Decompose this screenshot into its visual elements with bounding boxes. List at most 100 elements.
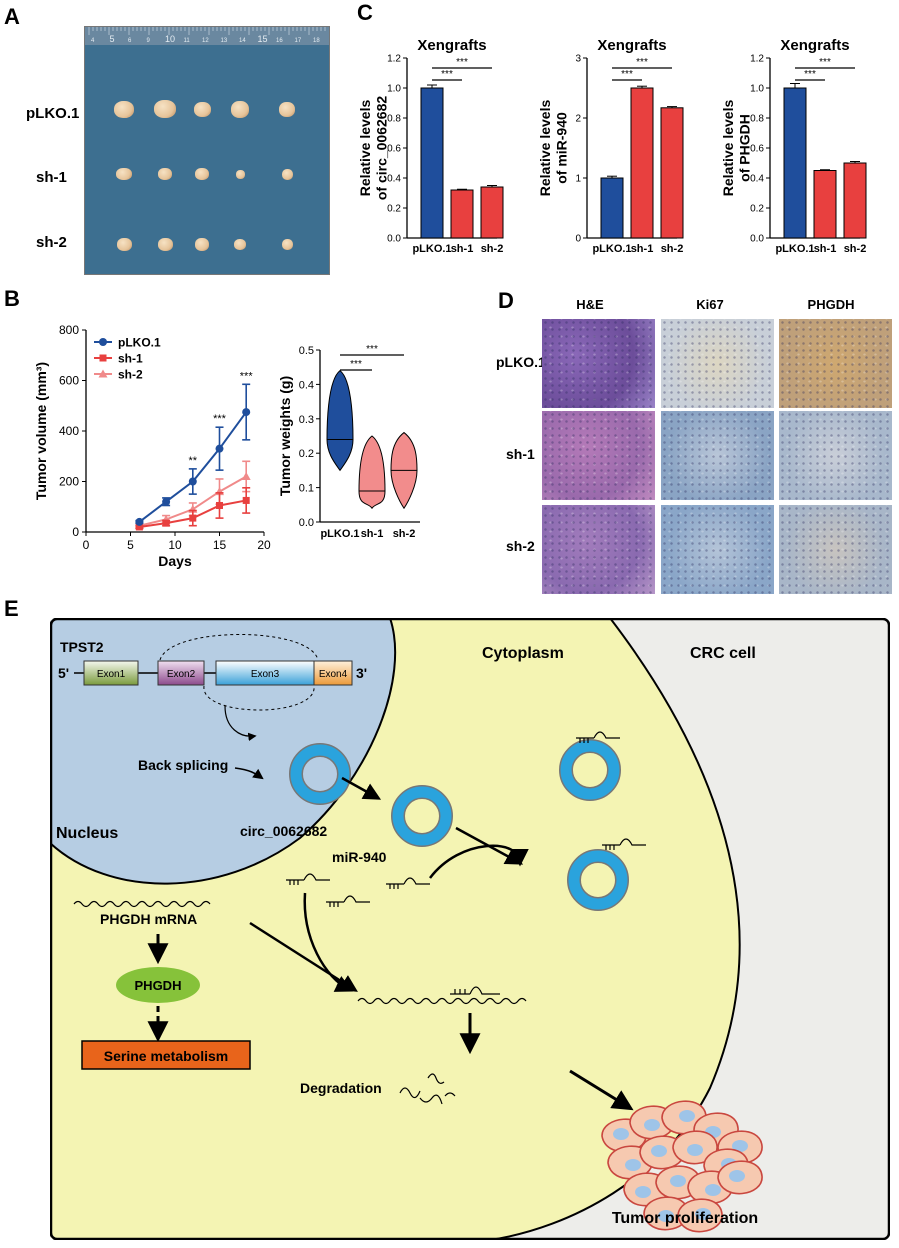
ihc-texture	[661, 411, 774, 500]
ihc-image	[542, 319, 655, 408]
tumor-cell-nucleus	[635, 1186, 651, 1198]
tumor-sample	[231, 100, 249, 118]
x-tick-label: 15	[213, 538, 227, 552]
proliferation-arrow	[569, 1069, 634, 1111]
panel-letter-a: A	[4, 4, 20, 29]
data-point	[215, 444, 224, 453]
bar	[630, 87, 654, 239]
data-point	[162, 497, 171, 506]
mirna-molecule	[576, 731, 620, 743]
ruler-tick-label: 15	[258, 34, 268, 44]
ruler-tick-label: 9	[147, 38, 151, 44]
splice-arc-top	[159, 634, 319, 661]
protein-label: PHGDH	[135, 978, 182, 993]
panel-letter-e: E	[4, 596, 19, 621]
bar	[813, 170, 837, 239]
ihc-texture	[779, 411, 892, 500]
tumor-cell-nucleus	[613, 1128, 629, 1140]
y-tick-label: 0	[72, 525, 79, 539]
tumor-cell-nucleus	[644, 1119, 660, 1131]
legend-label: pLKO.1	[118, 336, 161, 350]
x-tick-label: 10	[168, 538, 182, 552]
ihc-image	[661, 505, 774, 594]
x-tick-label: sh-1	[631, 243, 654, 255]
bar	[600, 177, 624, 239]
ihc-texture	[779, 505, 892, 594]
x-tick-label: pLKO.1	[320, 528, 359, 540]
data-point	[135, 517, 144, 526]
x-tick-label: 0	[83, 538, 90, 552]
y-tick-label: 600	[59, 374, 79, 388]
legend-marker	[99, 338, 107, 346]
tumor-sample	[116, 237, 132, 251]
mrna-label: PHGDH mRNA	[100, 911, 197, 927]
legend-marker	[98, 369, 108, 378]
tumor-cell-cluster	[601, 1100, 763, 1233]
proliferation-label: Tumor proliferation	[612, 1210, 758, 1227]
legend-label: sh-1	[118, 352, 143, 366]
x-tick-label: sh-1	[451, 243, 474, 255]
ruler-tick-label: 11	[184, 38, 191, 44]
y-tick-label: 2	[575, 114, 581, 125]
exon2-box	[157, 660, 205, 686]
y-axis-label: Relative levelsof miR-940	[537, 100, 569, 197]
y-tick-label: 1.2	[750, 54, 764, 65]
serine-label: Serine metabolism	[104, 1048, 229, 1064]
y-axis-label-line: Relative levels	[720, 100, 736, 197]
y-tick-label: 0.8	[750, 114, 764, 125]
ihc-texture	[661, 505, 774, 594]
tumor-cell-nucleus	[705, 1184, 721, 1196]
tumor-sample	[195, 237, 209, 251]
ihc-col-ki67: Ki67	[696, 297, 724, 312]
ihc-row-sh2: sh-2	[506, 538, 535, 554]
tumor-sample	[281, 238, 293, 250]
sig-label: ***	[636, 57, 648, 68]
legend-marker	[99, 354, 107, 362]
bar	[783, 87, 807, 239]
x-tick-label: pLKO.1	[412, 243, 451, 255]
tumor-cell-nucleus	[695, 1208, 711, 1220]
y-tick-label: 0.4	[387, 174, 401, 185]
y-axis-label: Relative levelsof circ_0062682	[357, 96, 389, 201]
tumor-cell-nucleus	[651, 1145, 667, 1157]
tumor-sample	[235, 169, 245, 179]
x-tick-label: sh-2	[661, 243, 684, 255]
degraded-fragments	[399, 1073, 456, 1105]
circ-rna-ring	[568, 850, 628, 910]
cytoplasm-label: Cytoplasm	[482, 645, 564, 662]
degradation-label: Degradation	[300, 1080, 382, 1096]
sig-label: ***	[456, 57, 468, 68]
tumor-sample	[154, 100, 176, 118]
y-tick-label: 0.0	[750, 234, 764, 245]
sig-label: ***	[819, 57, 831, 68]
row-label-plko: pLKO.1	[26, 105, 80, 122]
tumor-sample	[114, 100, 134, 118]
data-point	[242, 408, 251, 417]
ihc-image	[542, 411, 655, 500]
y-tick-label: 0.4	[750, 174, 764, 185]
ihc-image	[779, 505, 892, 594]
ruler-tick-label: 18	[313, 38, 320, 44]
y-tick-label: 0.2	[750, 204, 764, 215]
y-tick-label: 0.8	[387, 114, 401, 125]
x-tick-label: pLKO.1	[775, 243, 814, 255]
ruler-tick-label: 13	[221, 38, 228, 44]
circ-rna-ring	[392, 786, 452, 846]
exon1-label: Exon1	[97, 669, 126, 680]
ihc-col-he: H&E	[576, 297, 604, 312]
circ-label: circ_0062682	[240, 823, 327, 839]
ihc-texture	[542, 505, 655, 594]
x-axis-label: Days	[158, 553, 192, 569]
export-arrow	[341, 776, 382, 800]
row-label-sh2: sh-2	[36, 234, 67, 251]
significance-label: ***	[213, 413, 227, 425]
tumor-sample	[158, 168, 172, 180]
ruler-tick-label: 17	[295, 38, 302, 44]
y-tick-label: 0.5	[299, 345, 314, 357]
bound-mirna	[450, 986, 500, 995]
tumor-cell-nucleus	[679, 1110, 695, 1122]
y-tick-label: 0.2	[299, 448, 314, 460]
mirna-molecule	[286, 873, 330, 885]
